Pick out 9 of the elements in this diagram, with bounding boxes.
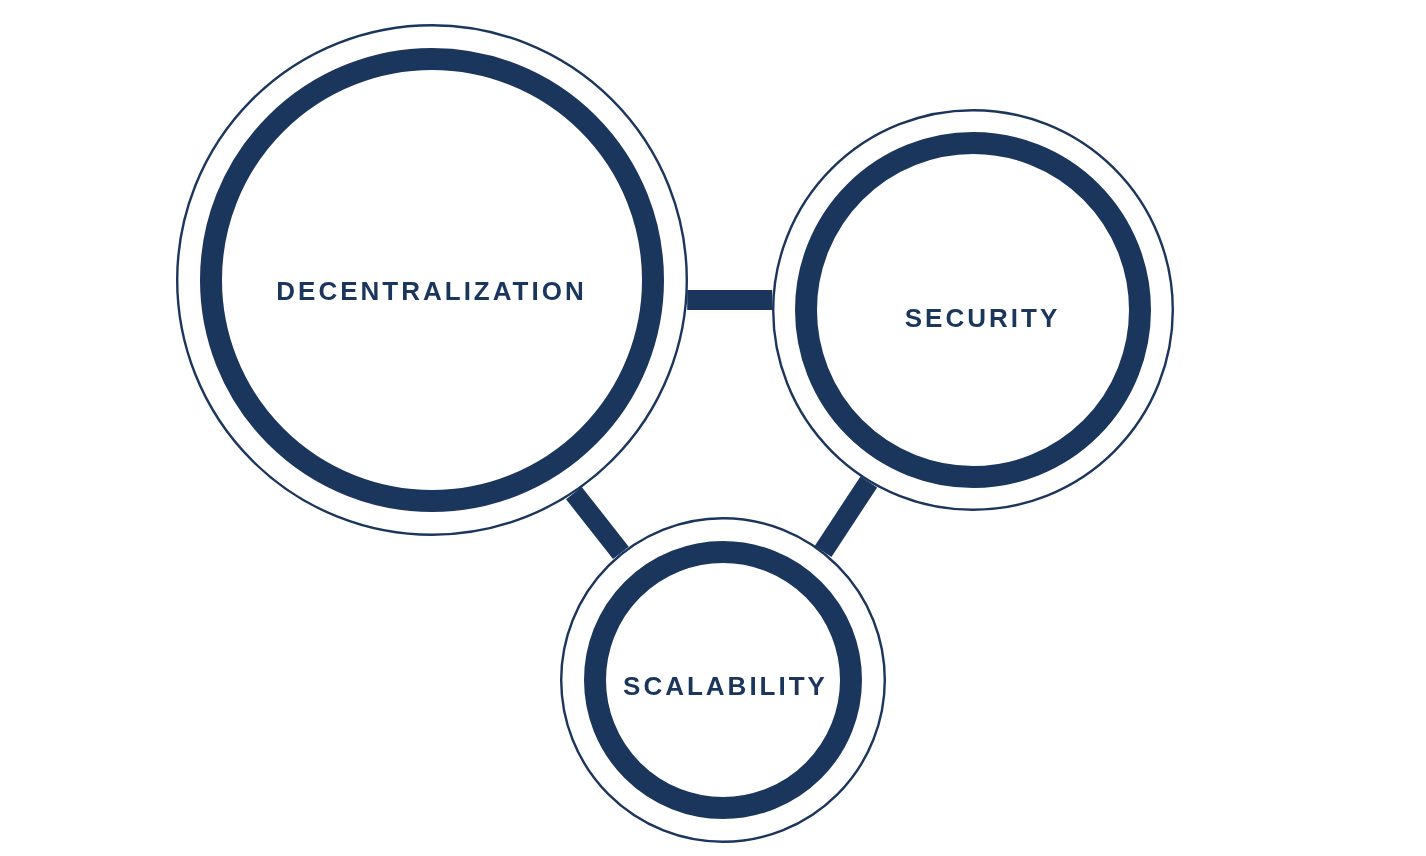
node-label: DECENTRALIZATION <box>276 278 587 304</box>
node-label: SECURITY <box>904 305 1061 331</box>
double-ring-circle <box>560 517 886 843</box>
connector-bar <box>566 486 629 560</box>
connector-bar <box>687 290 773 310</box>
node-label: SCALABILITY <box>623 673 828 699</box>
connector-bar <box>814 476 878 557</box>
double-ring-circle <box>176 24 688 536</box>
double-ring-circle <box>772 109 1174 511</box>
